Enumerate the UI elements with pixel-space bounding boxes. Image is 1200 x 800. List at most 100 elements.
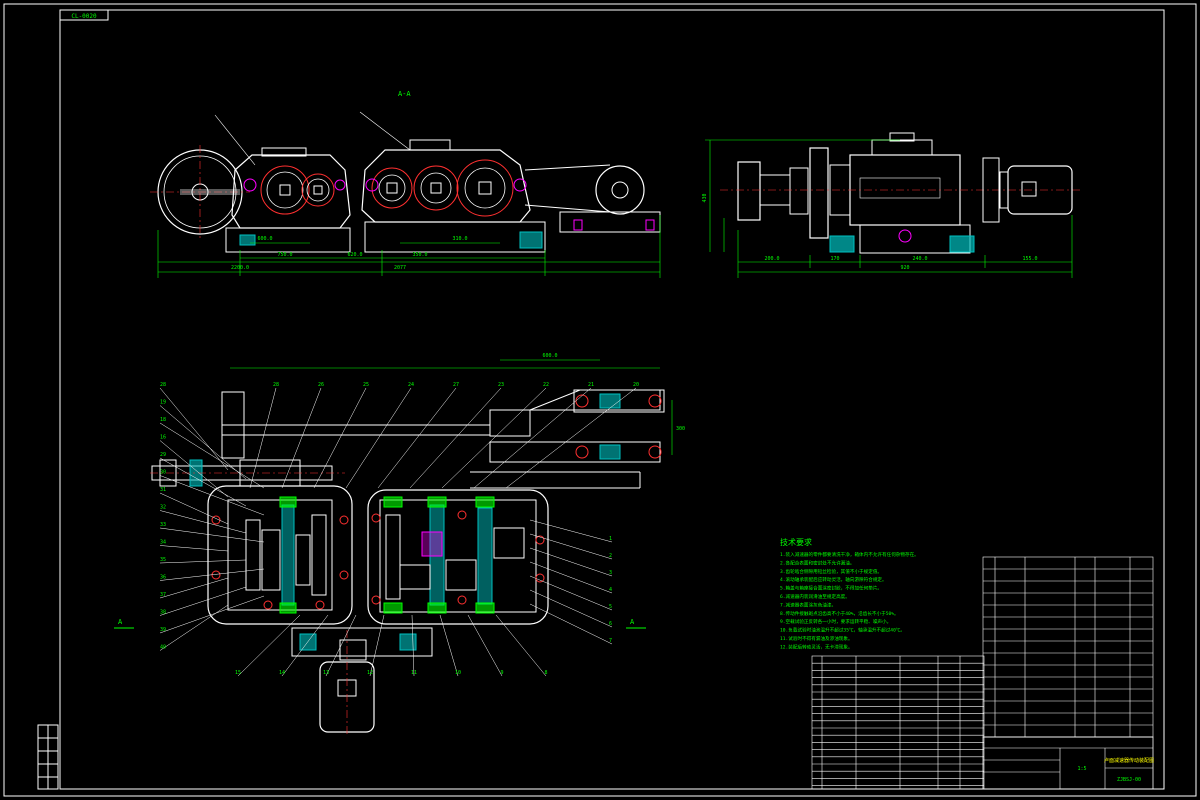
plan-arm-block-a [489,409,531,437]
callout-leader [237,614,301,677]
motor-bolt-a [573,219,583,231]
motor-pulley [595,165,645,215]
callout-number: 12 [367,670,373,676]
reducer-2-shaft-c [478,181,492,195]
dim-front-overall: 2200.0 [231,265,249,271]
side-motor-fan [982,157,1000,223]
reducer-2-gear-b-inner [420,172,452,204]
dim-front-b: 620.0 [347,252,362,258]
reducer-2-bolt-b [513,178,527,192]
plan-right-bolt [535,573,545,583]
parts-list-lower [811,655,985,790]
callout-leader [495,614,547,677]
dim-plan-top: 600.0 [542,353,557,359]
callout-number: 5 [609,604,612,610]
view-label: A-A [398,90,411,98]
technical-requirements: 技术要求 1.装入减速器的零件都要清洗干净，箱体内不允许有任何杂物存在。2.各配… [780,537,919,650]
callout-number: 1 [609,536,612,542]
plan-gearbox-right [367,489,549,625]
plan-left-bolt [339,570,349,580]
plan-left-bolt [263,600,273,610]
callout-leader [505,387,637,489]
motor-pulley-hub [611,181,629,199]
callout-number: 24 [408,382,414,388]
callout-number: 23 [498,382,504,388]
callout-leader [159,475,265,516]
reducer-2-foot-hatch [519,231,543,249]
drawing-title: 卢面减速器传动装配图 [1104,757,1154,764]
reducer-2-gear-c-inner [464,167,506,209]
parts-list-upper [982,556,1154,738]
callout-leader [439,614,459,677]
plan-right-bearing [427,496,447,508]
dim-side-a: 200.0 [764,256,779,262]
callout-number: 25 [363,382,369,388]
tech-req-item: 10.负载试验时油池温升不超过35℃，轴承温升不超过40℃。 [780,627,905,634]
callout-number: 28 [273,382,279,388]
plan-left-gear-1 [261,529,281,591]
reducer-1-housing [231,154,351,229]
tech-req-item: 2.各配合表面和密封处不允许漏油。 [780,559,854,566]
plan-section-view: 600.0 300 [114,353,685,735]
tech-req-item: 12.装配后转动灵活，无卡滞现象。 [780,643,853,650]
callout-leader [159,457,247,507]
reducer-1-base [225,227,351,253]
callout-leader [313,387,367,489]
plan-lower-coupling [291,627,433,657]
callout-number: 30 [160,470,166,476]
plan-right-bolt [457,510,467,520]
callout-leader [159,595,265,634]
reducer-2-gear-c [456,159,514,217]
dim-plan-side: 300 [676,426,685,432]
plan-right-bearing [475,602,495,614]
callout-leader [529,533,613,560]
callout-number: 37 [160,592,166,598]
tech-req-item: 6.减速器内装润滑油至规定高度。 [780,593,850,600]
reducer-2-gear-b [413,165,459,211]
front-dimensions [157,215,661,278]
tech-req-item: 1.装入减速器的零件都要清洗干净，箱体内不允许有任何杂物存在。 [780,551,919,558]
callout-leader [467,614,503,677]
leader-line [359,111,411,151]
callout-number: 29 [160,452,166,458]
title-block: 卢面减速器传动装配图 ZJBSJ-00 1:5 [982,736,1154,790]
plan-bearing-b-hatch [599,444,621,460]
tech-req-item: 5.箱盖与箱座接合面涂密封胶，不得加任何垫片。 [780,585,882,592]
callout-number: 16 [160,435,166,441]
callout-leader [159,604,229,651]
plan-right-bolt [371,513,381,523]
dim-front-c: 350.0 [412,252,427,258]
callout-number: 7 [609,638,612,644]
reducer-2-bolt-a [365,178,379,192]
tech-req-item: 8.传动件接触斑点沿齿高不小于40%，沿齿长不小于50%。 [780,610,899,617]
dim-front-e: 310.0 [452,236,467,242]
motor-base [559,211,661,233]
callout-number: 11 [411,670,417,676]
drawing-code: ZJBSJ-00 [1117,777,1141,783]
plan-right-shaft-3 [477,507,493,605]
side-view: 920 200.0 170 240.0 155.0 430 [702,132,1080,278]
callout-leader [159,577,229,599]
callout-leader [159,545,229,552]
callout-leader [529,575,613,611]
callout-leader [529,561,613,594]
callout-leader [159,492,229,525]
callout-number: 2 [609,553,612,559]
side-coupling [789,167,809,215]
dim-side-c: 240.0 [912,256,927,262]
callout-leader [159,387,229,471]
plan-left-shaft-3 [311,514,327,596]
callout-leader [377,387,457,489]
plan-arm-b [489,441,661,463]
callout-number: 8 [544,670,547,676]
reducer-1-bolt-a [243,178,257,192]
plan-right-bearing [383,496,403,508]
tech-req-item: 4.滚动轴承装配后应转动灵活，轴向游隙符合规定。 [780,576,887,583]
plan-right-gear-2 [445,559,477,591]
side-gear-disc [809,147,829,239]
callout-number: 10 [455,670,461,676]
